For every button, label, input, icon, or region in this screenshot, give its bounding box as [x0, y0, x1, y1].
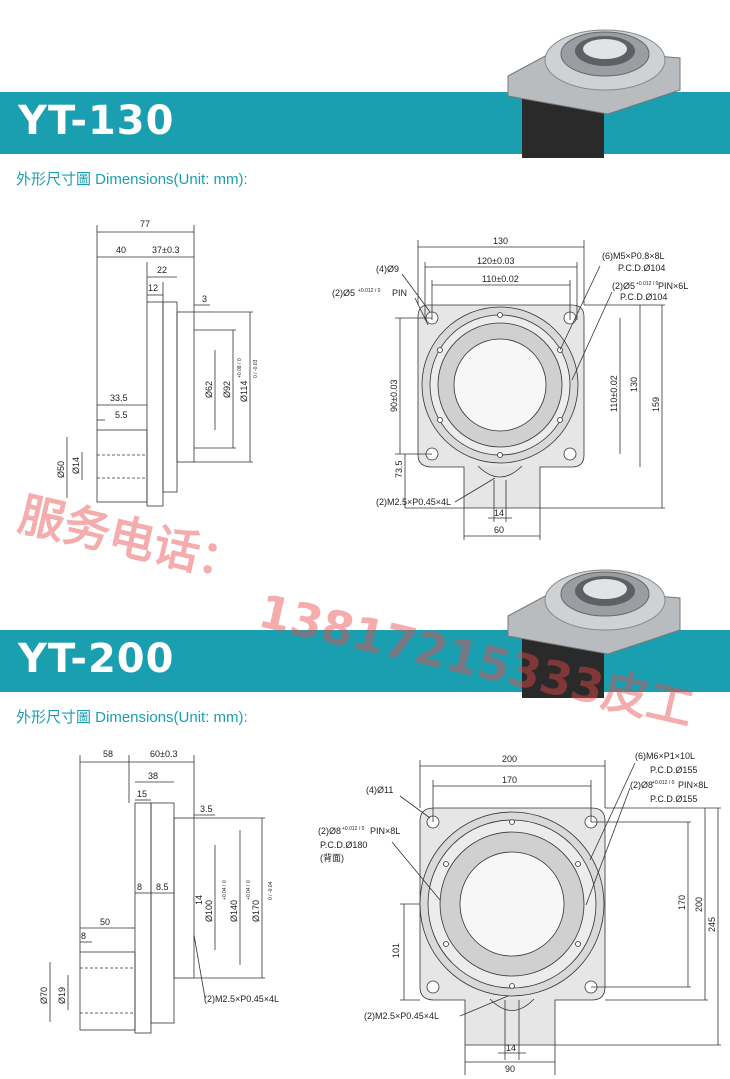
dim-o62: Ø62: [204, 381, 214, 398]
dim-12: 12: [148, 283, 158, 293]
label-hole-9: (4)Ø9: [376, 264, 399, 274]
dim-110: 110±0.02: [482, 274, 519, 284]
label-pcd180: P.C.D.Ø180: [320, 840, 367, 850]
dim-15: 15: [137, 789, 147, 799]
label-hole-11: (4)Ø11: [366, 785, 393, 795]
dim-o92-tol: +0.08 / 0: [237, 358, 243, 378]
dim-o19: Ø19: [57, 987, 67, 1004]
dim-73-5: 73.5: [394, 460, 404, 478]
model-title: YT-130: [18, 98, 175, 144]
side-view-drawing: 58 60±0.3 38 15 3.5 8 8.5 50 8 Ø70 Ø19 1…: [39, 749, 279, 1034]
label-pin-8-left: (2)Ø8: [318, 826, 341, 836]
dim-77: 77: [140, 219, 150, 229]
label-pcd155-a: P.C.D.Ø155: [650, 765, 697, 775]
label-m2-5-side: (2)M2.5×P0.45×4L: [204, 994, 279, 1004]
front-view-drawing: 130 120±0.03 110±0.02 (4)Ø9 (2)Ø5 +0.012…: [332, 236, 688, 540]
dim-170-width: 170: [502, 775, 517, 785]
label-m6: (6)M6×P1×10L: [635, 751, 695, 761]
dim-159: 159: [651, 397, 661, 412]
section-subtitle: 外形尺寸圖 Dimensions(Unit: mm):: [16, 171, 248, 188]
dim-o140: Ø140: [229, 900, 239, 922]
dim-101: 101: [391, 943, 401, 958]
dim-8-a: 8: [137, 882, 142, 892]
dim-o170: Ø170: [251, 900, 261, 922]
dim-40: 40: [116, 245, 126, 255]
dim-3: 3: [202, 294, 207, 304]
dim-50: 50: [100, 917, 110, 927]
dim-245: 245: [707, 917, 717, 932]
label-pcd155-b: P.C.D.Ø155: [650, 794, 697, 804]
model-title: YT-200: [18, 636, 175, 682]
label-m2-5: (2)M2.5×P0.45×4L: [364, 1011, 439, 1021]
dim-38: 38: [148, 771, 158, 781]
dim-o70: Ø70: [39, 987, 49, 1004]
label-back-side: (背面): [320, 852, 344, 863]
label-pcd104-a: P.C.D.Ø104: [618, 263, 665, 273]
dim-o50: Ø50: [56, 461, 66, 478]
dim-5-5: 5.5: [115, 410, 128, 420]
dim-3-5: 3.5: [200, 804, 213, 814]
dim-8-b: 8: [81, 931, 86, 941]
label-pin-5-right: (2)Ø5: [612, 281, 635, 291]
dim-33-5: 33.5: [110, 393, 128, 403]
dim-130-width: 130: [493, 236, 508, 246]
dim-o14: Ø14: [71, 457, 81, 474]
dim-o92: Ø92: [222, 381, 232, 398]
label-pin-8-left-tol: +0.012 / 0: [342, 826, 365, 832]
label-m5: (6)M5×P0.8×8L: [602, 251, 665, 261]
label-m2-5: (2)M2.5×P0.45×4L: [376, 497, 451, 507]
section-subtitle: 外形尺寸圖 Dimensions(Unit: mm):: [16, 709, 248, 726]
label-pin-5-left: (2)Ø5: [332, 288, 355, 298]
dim-o140-tol: +0.04 / 0: [246, 880, 252, 900]
dim-37: 37±0.3: [152, 245, 179, 255]
dim-o170-tol: 0 / -0.04: [268, 881, 274, 900]
label-pin-8-right-tol: +0.012 / 0: [652, 780, 675, 786]
dim-110-height: 110±0.02: [609, 375, 619, 412]
dim-170-height: 170: [677, 895, 687, 910]
dim-14: 14: [494, 508, 504, 518]
dim-60: 60±0.3: [150, 749, 177, 759]
side-view-drawing: 77 40 37±0.3 22 12 3 33.5 5.5 Ø50 Ø14 Ø6…: [56, 219, 259, 507]
dim-o114-tol: 0 / -0.03: [253, 359, 259, 378]
label-pin-5-left-pin: PIN: [392, 288, 407, 298]
dim-90: 90: [505, 1064, 515, 1074]
dim-90: 90±0.03: [389, 380, 399, 412]
dim-o114: Ø114: [239, 381, 249, 402]
dim-22: 22: [157, 265, 167, 275]
label-pin-5-right-tol: +0.012 / 0: [636, 281, 659, 287]
dim-o100-tol: +0.04 / 0: [222, 880, 228, 900]
dim-14-side: 14: [194, 895, 204, 905]
label-pin-5-left-tol: +0.012 / 0: [358, 288, 381, 294]
product-image: [507, 29, 681, 158]
label-pcd104-b: P.C.D.Ø104: [620, 292, 667, 302]
dim-14: 14: [506, 1043, 516, 1053]
dim-58: 58: [103, 749, 113, 759]
dim-o100: Ø100: [204, 900, 214, 922]
product-image: [507, 569, 681, 698]
label-pin-8-right: (2)Ø8: [630, 780, 653, 790]
dim-200-width: 200: [502, 754, 517, 764]
dim-8-5: 8.5: [156, 882, 169, 892]
dim-200-height: 200: [694, 897, 704, 912]
label-pin-8-right-pin: PIN×8L: [678, 780, 708, 790]
dim-130-height: 130: [629, 377, 639, 392]
label-pin-8-left-pin: PIN×8L: [370, 826, 400, 836]
label-pin-5-right-pin: PIN×6L: [658, 281, 688, 291]
dim-60: 60: [494, 525, 504, 535]
dim-120: 120±0.03: [477, 256, 514, 266]
